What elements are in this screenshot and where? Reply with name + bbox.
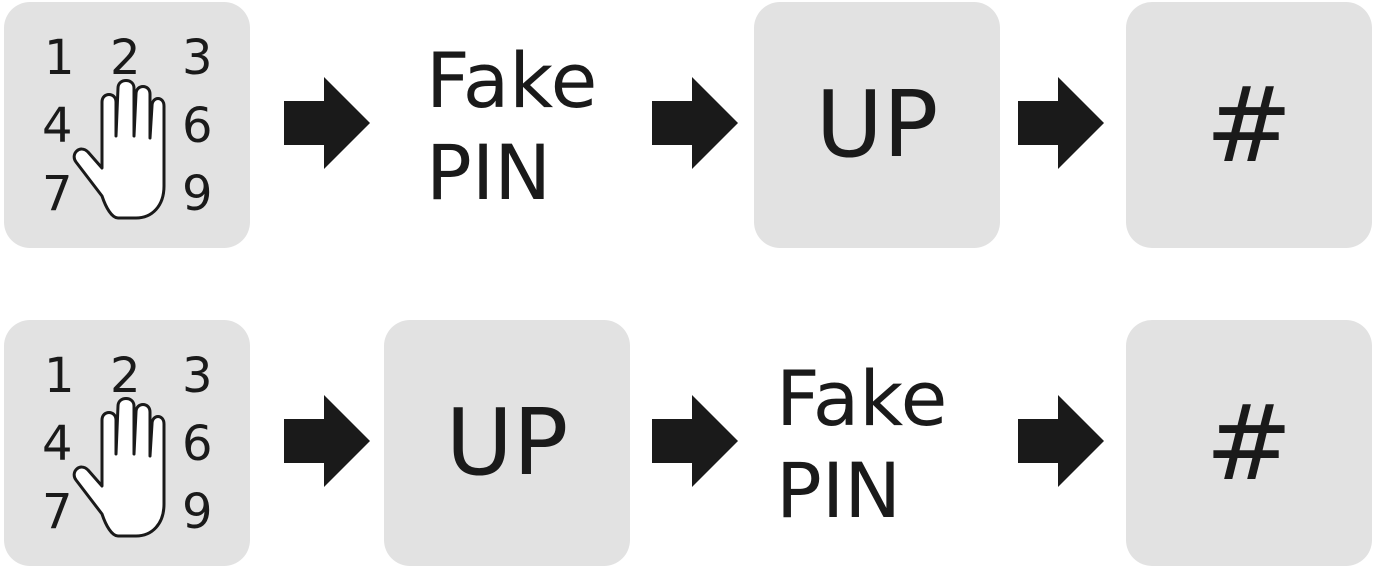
- fake-pin-line2: PIN: [776, 446, 902, 535]
- keypad-digit-7: 7: [42, 484, 73, 540]
- hash-key-label: #: [1205, 64, 1293, 186]
- hash-key-tile: #: [1126, 2, 1372, 248]
- arrow-right-icon: [284, 77, 370, 169]
- arrow-right-icon: [1018, 395, 1104, 487]
- fake-pin-label: Fake PIN: [426, 4, 656, 250]
- arrow-right-icon: [652, 395, 738, 487]
- keypad-digit-1: 1: [44, 348, 75, 404]
- keypad-digit-6: 6: [182, 416, 213, 472]
- keypad-digit-2: 2: [110, 348, 141, 404]
- arrow-right-icon: [284, 395, 370, 487]
- arrow-right-icon: [1018, 77, 1104, 169]
- fake-pin-label: Fake PIN: [776, 322, 1006, 568]
- keypad-digit-1: 1: [44, 30, 75, 86]
- keypad-digit-3: 3: [182, 348, 213, 404]
- hand-icon: [72, 397, 166, 538]
- up-key-tile: UP: [384, 320, 630, 566]
- fake-pin-line2: PIN: [426, 128, 552, 217]
- keypad-digit-2: 2: [110, 30, 141, 86]
- up-key-label: UP: [815, 71, 939, 178]
- keypad-digit-3: 3: [182, 30, 213, 86]
- hash-key-tile: #: [1126, 320, 1372, 566]
- keypad-digit-4: 4: [42, 416, 73, 472]
- keypad-digit-9: 9: [182, 484, 213, 540]
- hash-key-label: #: [1205, 382, 1293, 504]
- keypad-digit-6: 6: [182, 98, 213, 154]
- arrow-right-icon: [652, 77, 738, 169]
- fake-pin-line1: Fake: [426, 36, 598, 125]
- keypad-digit-7: 7: [42, 166, 73, 222]
- keypad-tile: 1 2 3 4 6 7 8 9: [4, 2, 250, 248]
- up-key-tile: UP: [754, 2, 1000, 248]
- keypad-digit-4: 4: [42, 98, 73, 154]
- keypad-digit-9: 9: [182, 166, 213, 222]
- up-key-label: UP: [445, 389, 569, 496]
- fake-pin-line1: Fake: [776, 354, 948, 443]
- hand-icon: [72, 79, 166, 220]
- keypad-tile: 1 2 3 4 6 7 8 9: [4, 320, 250, 566]
